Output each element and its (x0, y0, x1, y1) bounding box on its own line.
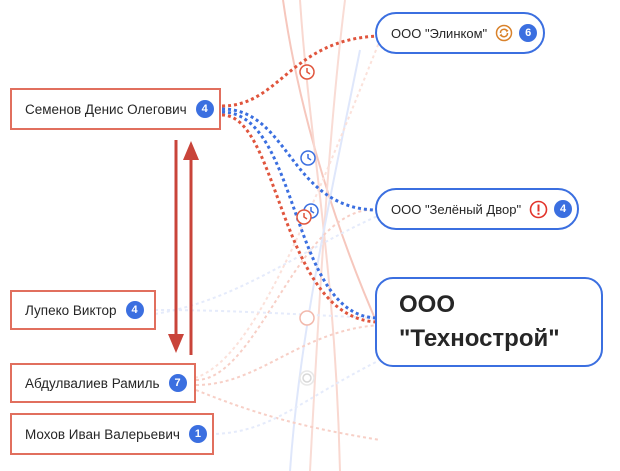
count-badge: 4 (554, 200, 573, 218)
faint-link (289, 49, 361, 471)
clock-icon (299, 64, 315, 80)
person-node-abdulvaliev[interactable]: Абдулвалиев Рамиль 7 (10, 363, 196, 403)
reorder-arrows (168, 140, 199, 355)
link-semenov-tehnostroy-red (221, 113, 379, 324)
faint-link (282, 0, 381, 331)
clock-icon (299, 310, 315, 326)
clock-icon (296, 209, 312, 225)
alert-icon (529, 200, 548, 219)
company-node-zeleny-dvor[interactable]: ООО "Зелёный Двор" 4 (375, 188, 579, 230)
faint-link (154, 214, 381, 315)
company-name-line1: ООО (399, 291, 456, 318)
arrow-down-head (168, 334, 184, 353)
faint-markers (299, 310, 315, 386)
refresh-icon (495, 24, 513, 42)
company-name: ООО "Зелёный Двор" (391, 201, 522, 217)
person-name: Мохов Иван Валерьевич (25, 426, 180, 442)
clock-icon (300, 150, 316, 166)
faint-link (209, 359, 381, 435)
clock-icon (302, 373, 312, 383)
link-markers (296, 64, 319, 225)
person-name: Абдулвалиев Рамиль (25, 375, 160, 391)
faint-link (154, 309, 381, 319)
person-name: Лупеко Виктор (25, 302, 117, 318)
link-semenov-elinkom (221, 34, 379, 108)
company-node-elinkom[interactable]: ООО "Элинком" 6 (375, 12, 545, 54)
count-badge: 7 (168, 374, 187, 392)
person-name: Семенов Денис Олегович (25, 101, 187, 117)
main-links (221, 34, 379, 324)
faint-link (194, 39, 381, 379)
company-node-tehnostroy[interactable]: ООО "Технострой" (375, 277, 603, 367)
faint-link (195, 389, 381, 441)
count-badge: 1 (188, 425, 207, 443)
count-badge: 4 (195, 100, 214, 118)
person-node-semenov[interactable]: Семенов Денис Олегович 4 (10, 88, 221, 130)
count-badge: 6 (519, 24, 538, 42)
count-badge: 4 (125, 301, 144, 319)
arrow-up-head (183, 141, 199, 160)
link-semenov-tehnostroy-blue (221, 110, 379, 320)
faint-link (309, 0, 346, 471)
link-semenov-zeleny (221, 107, 379, 212)
company-name: ООО "Технострой" (399, 288, 560, 356)
company-name-line2: "Технострой" (399, 325, 560, 352)
faint-link (195, 324, 381, 386)
person-node-mokhov[interactable]: Мохов Иван Валерьевич 1 (10, 413, 214, 455)
company-name: ООО "Элинком" (391, 25, 488, 41)
faint-link (195, 208, 381, 381)
person-node-lupeko[interactable]: Лупеко Виктор 4 (10, 290, 156, 330)
